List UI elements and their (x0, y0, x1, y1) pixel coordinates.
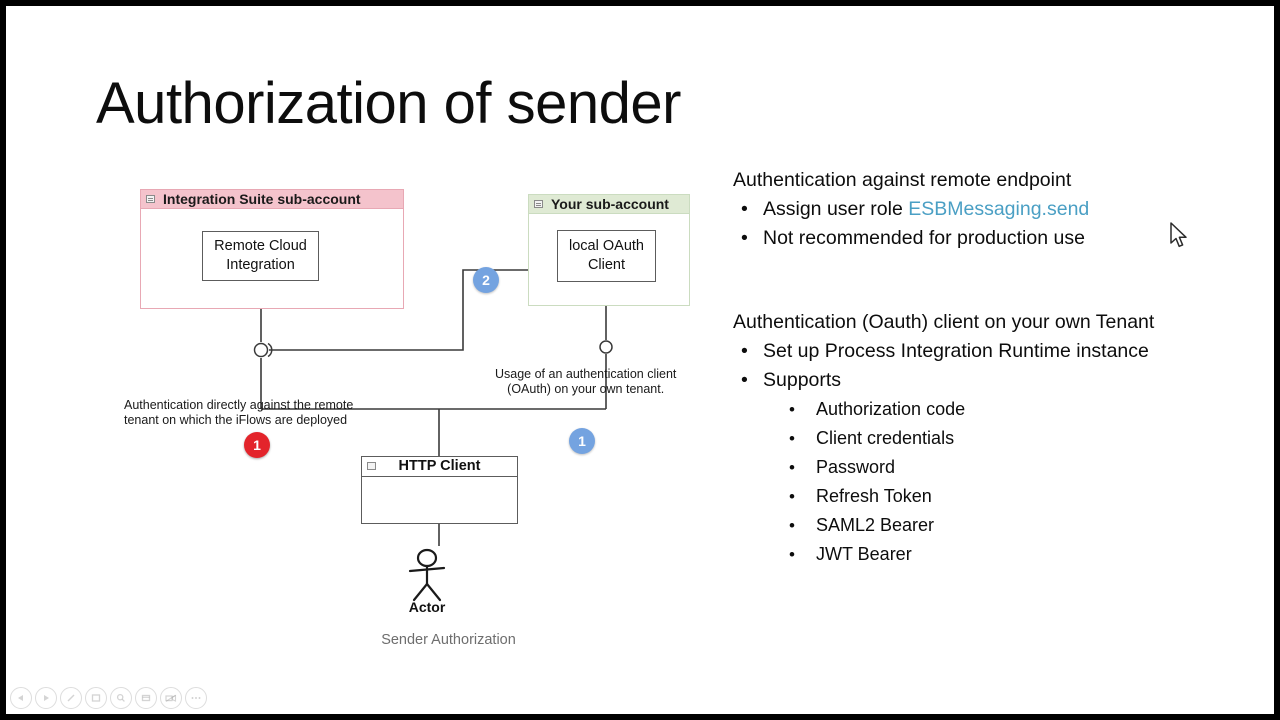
section1-bullet-1: • Not recommended for production use (733, 224, 1273, 253)
section1-bullet-0-text: Assign user role (763, 198, 909, 220)
section2-subbullet-3-text: Refresh Token (816, 486, 932, 506)
section1-bullet-1-text: Not recommended for production use (763, 227, 1085, 249)
content-column: Authentication against remote endpoint •… (733, 166, 1273, 569)
annotation-right-line1: Usage of an authentication client (495, 367, 677, 381)
bullet-glyph-icon: • (741, 198, 748, 220)
container-label-your-subaccount: Your sub-account (551, 196, 669, 212)
page-title: Authorization of sender (96, 71, 681, 136)
sender-authorization-diagram: Integration Suite sub-account Your sub-a… (6, 6, 726, 666)
section2-subbullet-4-text: SAML2 Bearer (816, 515, 935, 535)
node-http-client-label: HTTP Client (398, 458, 481, 474)
section-spacer (733, 253, 1273, 308)
container-header-integration-suite: Integration Suite sub-account (141, 190, 403, 209)
section2-subbullet-0: • Authorization code (733, 395, 1273, 424)
badge-blue-1: 1 (569, 428, 595, 454)
annotation-left-line1: Authentication directly against the remo… (124, 398, 354, 412)
actor-label: Actor (408, 599, 446, 615)
component-icon (534, 200, 543, 208)
section2-subbullet-1-text: Client credentials (816, 428, 955, 448)
next-slide-icon[interactable] (35, 687, 57, 709)
notes-icon[interactable] (135, 687, 157, 709)
section2-subbullet-list: •Authorization code •Client credentials … (733, 395, 1273, 569)
presenter-icon[interactable] (85, 687, 107, 709)
section1-bullet-0: • Assign user role ESBMessaging.send (733, 195, 1273, 224)
badge-blue-2: 2 (473, 267, 499, 293)
provided-interface-icon-left (253, 342, 273, 358)
slide-canvas: Authorization of sender (6, 6, 1274, 714)
diagram-caption: Sender Authorization (381, 632, 516, 648)
more-options-icon[interactable] (185, 687, 207, 709)
node-local-oauth-client: local OAuth Client (557, 230, 656, 282)
container-header-your-subaccount: Your sub-account (529, 195, 689, 214)
section2-subbullet-2-text: Password (816, 457, 896, 477)
section2-subbullet-3: • Refresh Token (733, 482, 1273, 511)
bullet-glyph-icon: • (789, 429, 795, 448)
section1-bullet-list: • Assign user role ESBMessaging.send • Not… (733, 195, 1273, 253)
section2-subbullet-1: • Client credentials (733, 424, 1273, 453)
bullet-glyph-icon: • (789, 400, 795, 419)
annotation-right: Usage of an authentication client (OAuth… (495, 367, 676, 397)
previous-slide-icon[interactable] (10, 687, 32, 709)
actor-icon (408, 548, 446, 602)
zoom-icon[interactable] (110, 687, 132, 709)
section2-heading: Authentication (Oauth) client on your ow… (733, 311, 1155, 333)
annotation-right-line2: (OAuth) on your own tenant. (507, 382, 665, 396)
section1-heading: Authentication against remote endpoint (733, 169, 1072, 191)
section2-subbullet-5: • JWT Bearer (733, 540, 1273, 569)
bullet-glyph-icon: • (741, 369, 748, 391)
bullet-glyph-icon: • (741, 227, 748, 249)
annotation-left: Authentication directly against the remo… (124, 398, 353, 428)
annotation-left-line2: tenant on which the iFlows are deployed (124, 413, 348, 427)
provided-interface-icon-right (599, 340, 613, 354)
section2-bullet-0: • Set up Process Integration Runtime inst… (733, 337, 1273, 366)
node-http-client-header: HTTP Client (362, 457, 517, 477)
node-remote-cloud-integration: Remote Cloud Integration (202, 231, 319, 281)
container-label-integration-suite: Integration Suite sub-account (163, 191, 361, 207)
section2-bullet-list: • Set up Process Integration Runtime inst… (733, 337, 1273, 395)
section2-subbullet-5-text: JWT Bearer (816, 544, 912, 564)
bullet-glyph-icon: • (741, 340, 748, 362)
bullet-glyph-icon: • (789, 545, 795, 564)
section2-bullet-0-text: Set up Process Integration Runtime insta… (763, 340, 1149, 362)
component-icon (146, 195, 155, 203)
video-icon[interactable] (160, 687, 182, 709)
section2-bullet-1: • Supports (733, 366, 1273, 395)
mouse-cursor (1170, 222, 1190, 254)
badge-red-1: 1 (244, 432, 270, 458)
section2-subbullet-0-text: Authorization code (816, 399, 966, 419)
slideshow-toolbar[interactable] (6, 684, 210, 712)
node-http-client: HTTP Client (361, 456, 518, 524)
diagram-connectors (253, 269, 613, 602)
section2-subbullet-2: • Password (733, 453, 1273, 482)
component-icon (367, 462, 376, 470)
section1-bullet-0-accent: ESBMessaging.send (908, 198, 1090, 220)
bullet-glyph-icon: • (789, 487, 795, 506)
section2-subbullet-4: • SAML2 Bearer (733, 511, 1273, 540)
pen-icon[interactable] (60, 687, 82, 709)
section2-bullet-1-text: Supports (763, 369, 842, 391)
bullet-glyph-icon: • (789, 458, 795, 477)
bullet-glyph-icon: • (789, 516, 795, 535)
